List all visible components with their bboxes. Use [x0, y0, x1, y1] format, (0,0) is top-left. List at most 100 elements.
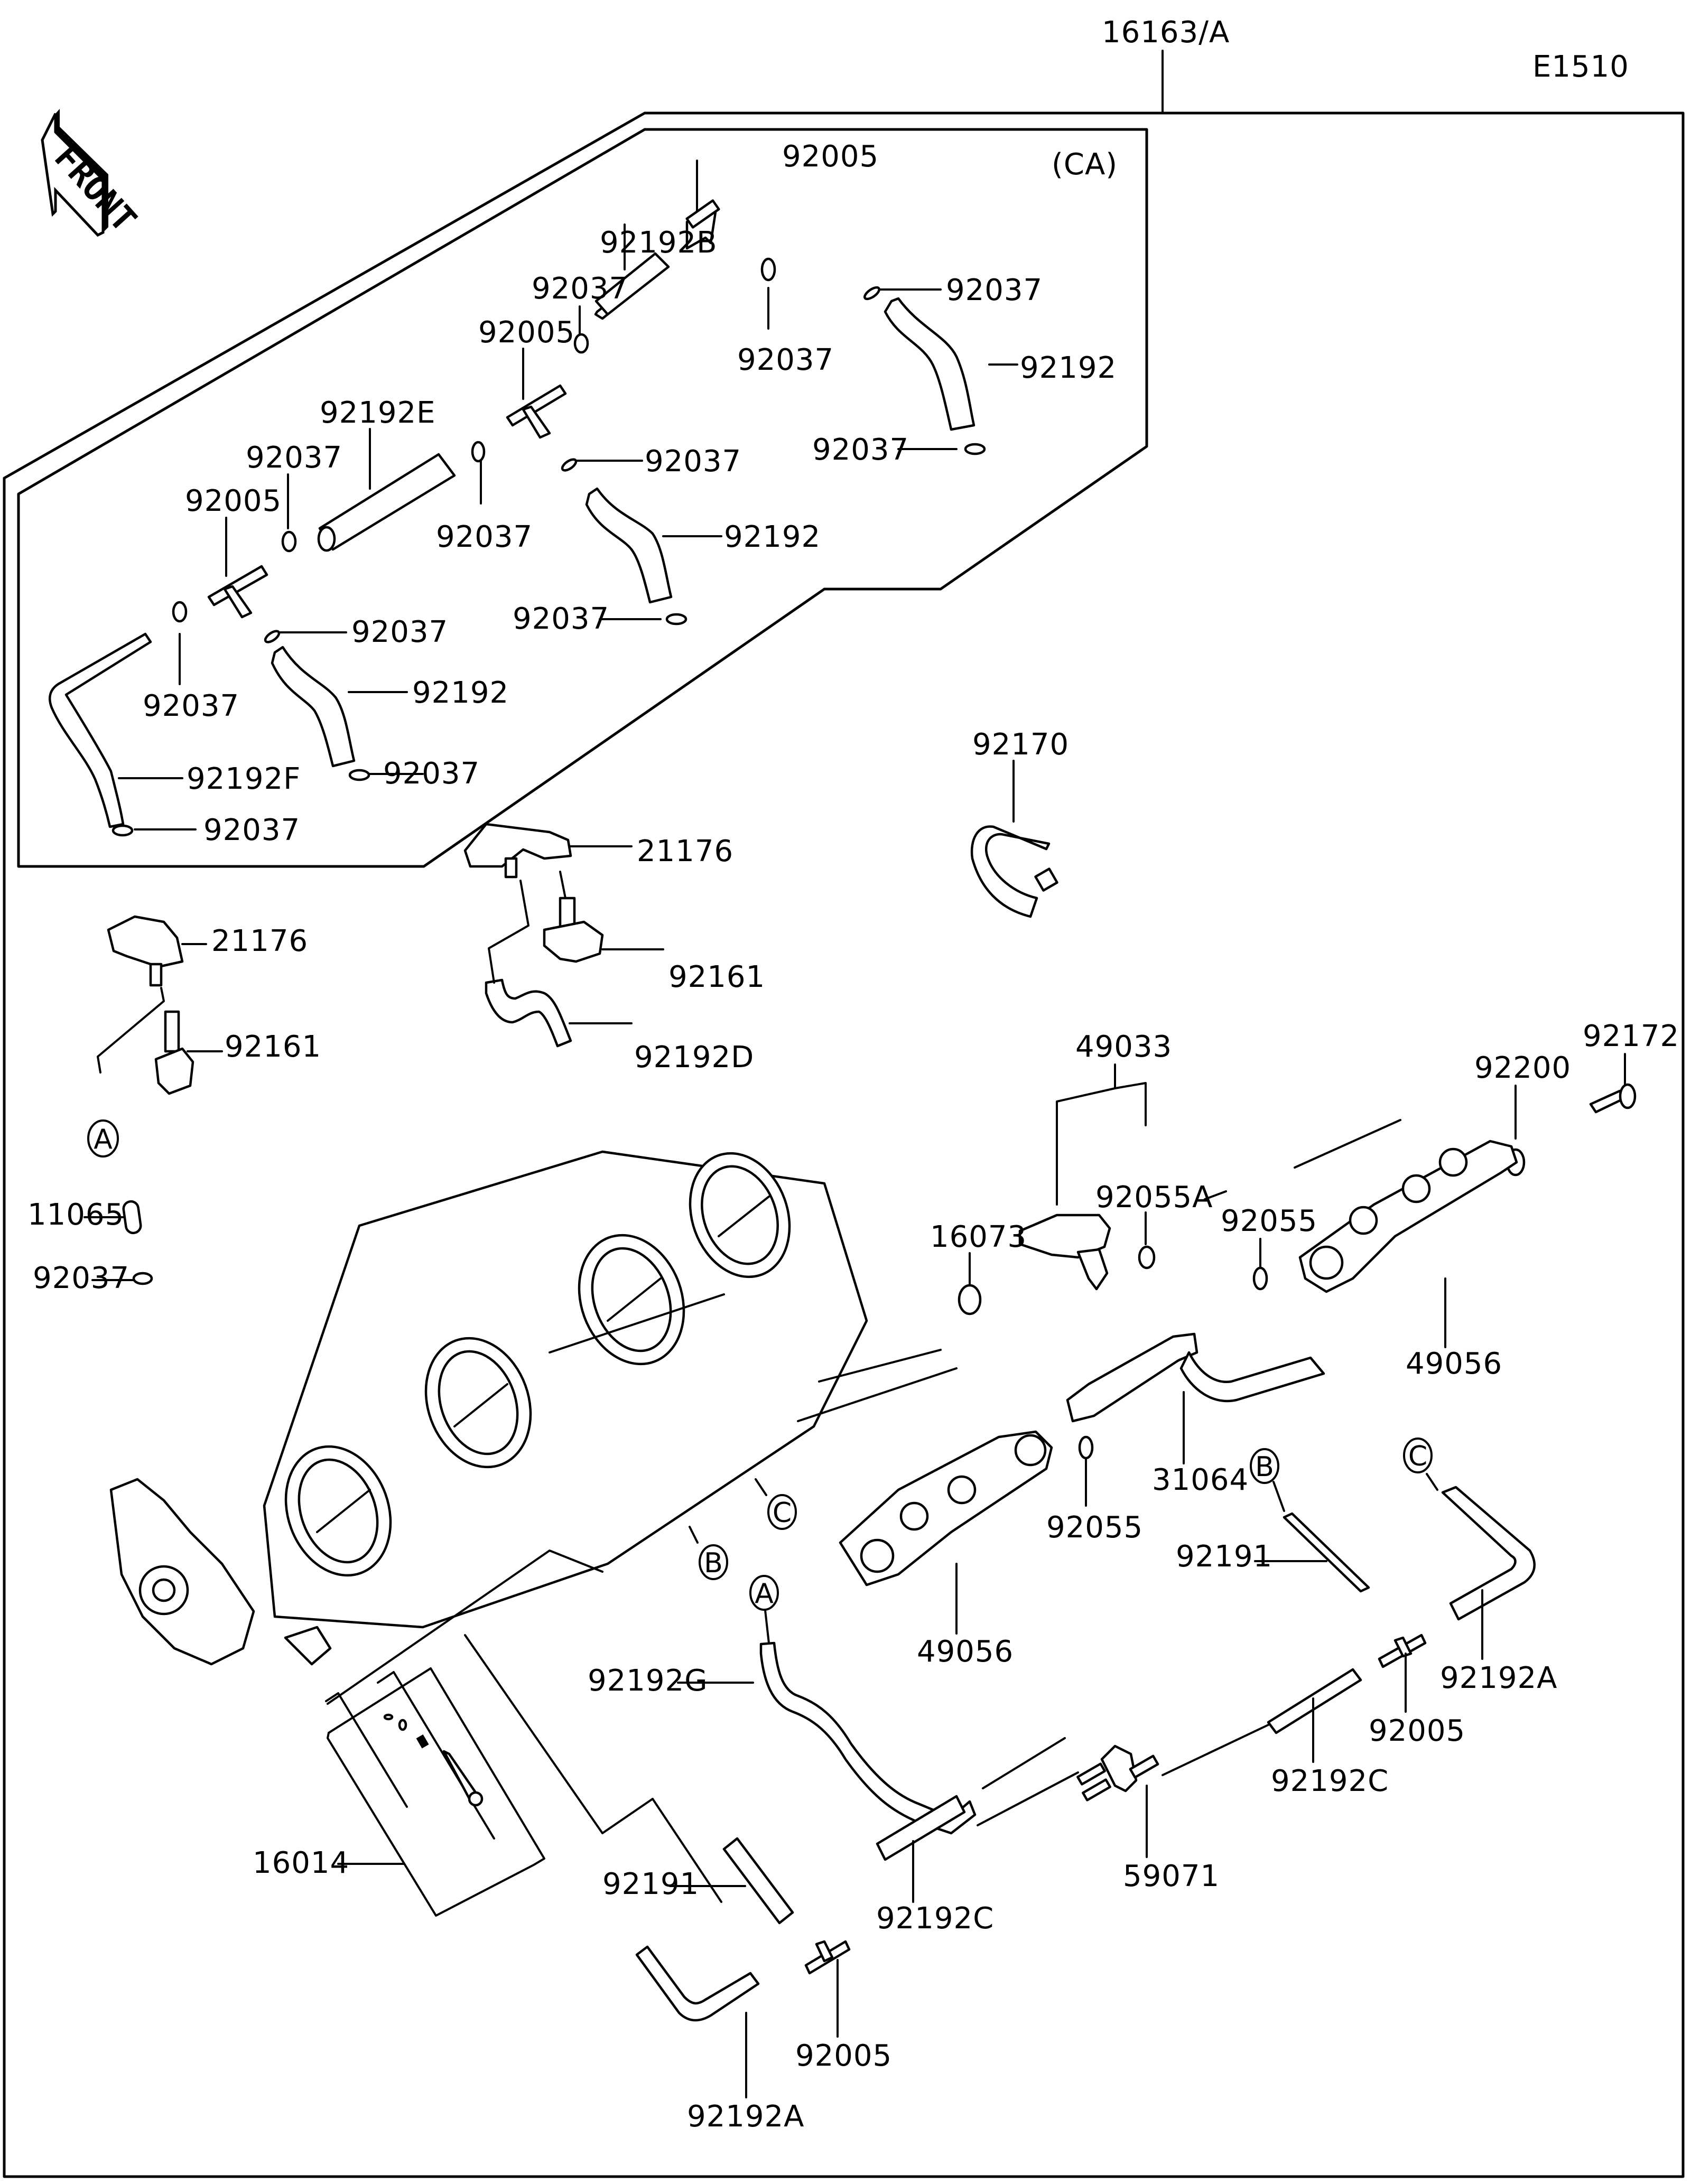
label-92170: 92170	[972, 727, 1069, 762]
label-31064: 31064	[1152, 1463, 1249, 1497]
connector-marker-b-lower: B	[699, 1544, 728, 1580]
hose-clamp-92037	[964, 443, 986, 455]
grommet-92161	[543, 897, 604, 963]
hose-92192A	[1441, 1486, 1536, 1621]
region-tag: (CA)	[1052, 147, 1118, 182]
hose-92192G	[759, 1641, 977, 1835]
svg-text:B: B	[1255, 1451, 1274, 1483]
leader	[97, 987, 165, 1074]
tee-fitting-92005	[506, 384, 567, 439]
assembly-line	[1294, 1119, 1401, 1169]
assembly-line	[982, 1737, 1066, 1789]
delivery-pipe-49056	[1298, 1140, 1518, 1293]
svg-text:A: A	[755, 1578, 774, 1610]
label-92055-lower: 92055	[1046, 1510, 1143, 1545]
label-92172: 92172	[1583, 1019, 1679, 1053]
label-92037-ca-a: 92037	[532, 272, 628, 306]
tee-fitting-92005	[1378, 1634, 1427, 1668]
label-92192E: 92192E	[320, 396, 436, 430]
connector-marker-c: C	[1403, 1438, 1433, 1473]
connector-marker-c-lower: C	[767, 1494, 797, 1530]
outer-frame	[3, 111, 1685, 2178]
svg-text:A: A	[94, 1124, 113, 1155]
hose-clamp-92037	[112, 824, 134, 837]
label-92005-right: 92005	[1369, 1714, 1465, 1748]
hose-clamp-92037	[665, 613, 687, 626]
ca-inset-frame	[17, 128, 826, 868]
assembly-line	[464, 1634, 722, 1903]
front-arrow-icon: FRONT	[41, 109, 144, 240]
hose-clamp-92037	[573, 333, 589, 354]
label-49056-left: 49056	[917, 1635, 1014, 1669]
outer-frame-diagonal	[3, 111, 646, 480]
connector-marker-b: B	[1250, 1448, 1279, 1484]
hose-92192E	[317, 453, 456, 552]
label-92200: 92200	[1474, 1051, 1571, 1085]
hose-clamp-92037	[281, 530, 297, 553]
hose-92192D	[485, 978, 572, 1048]
label-92037-ca-d: 92037	[812, 433, 909, 467]
cap-11065	[122, 1200, 142, 1235]
hose-clamp-92037	[348, 769, 370, 781]
label-11065: 11065	[27, 1198, 124, 1232]
sensor-21176	[463, 823, 572, 868]
hose-92192C	[1267, 1668, 1362, 1734]
svg-text:C: C	[773, 1497, 792, 1529]
label-92037-ca-j: 92037	[351, 615, 448, 649]
assembly-ref-label: 16163/A	[1102, 15, 1230, 50]
label-92037-ca-c: 92037	[946, 273, 1043, 307]
hose-92192	[271, 646, 356, 768]
tee-fitting-92005	[804, 1940, 851, 1975]
connector-marker-a-lower: A	[749, 1575, 779, 1611]
delivery-pipe-49056	[839, 1430, 1053, 1586]
label-92192-ca-c: 92192	[412, 676, 509, 710]
hose-92191	[1283, 1512, 1370, 1593]
label-21176-upper: 21176	[637, 834, 733, 869]
label-92005-bottom: 92005	[795, 2039, 892, 2073]
assembly-line	[977, 1771, 1079, 1826]
hose-92192A	[635, 1945, 760, 2022]
label-92191-left: 92191	[602, 1867, 699, 1901]
o-ring-92055A	[1138, 1245, 1156, 1270]
assembly-line	[1204, 1190, 1227, 1200]
hose-92192B	[594, 252, 670, 320]
label-92191-right: 92191	[1176, 1539, 1272, 1574]
label-92192D: 92192D	[634, 1040, 754, 1075]
tee-fitting-92005	[207, 565, 268, 619]
assembly-line	[549, 1293, 725, 1354]
tee-fitting-92005	[685, 199, 720, 250]
fuel-pipe-31064	[1066, 1332, 1325, 1423]
label-59071: 59071	[1123, 1859, 1220, 1893]
sensor-21176	[107, 915, 184, 968]
leader	[1056, 1063, 1116, 1206]
joint-59071	[1076, 1744, 1159, 1802]
grommet-92161	[154, 1010, 194, 1095]
label-92005-ca-left: 92005	[185, 484, 282, 518]
throttle-body-assembly	[109, 1150, 868, 1666]
leader	[488, 880, 529, 984]
label-92192B: 92192B	[600, 226, 718, 260]
label-92037-ca-f: 92037	[436, 520, 533, 554]
connector-marker-a: A	[87, 1119, 119, 1158]
hose-clamp-92037	[561, 458, 578, 472]
leader	[559, 871, 566, 899]
label-92037-ca-h: 92037	[513, 602, 609, 636]
label-92192C-right: 92192C	[1271, 1764, 1389, 1798]
assembly-line	[1162, 1724, 1269, 1776]
assembly-line	[797, 1367, 958, 1422]
figure-code-label: E1510	[1532, 50, 1629, 84]
hose-clamp-92037	[471, 441, 486, 463]
label-16073: 16073	[930, 1220, 1027, 1254]
leader	[764, 1609, 770, 1644]
wire-band-92170	[970, 825, 1058, 918]
hose-clamp-92037	[264, 630, 281, 643]
hose-clamp-92037	[863, 286, 880, 301]
leader	[1426, 1473, 1438, 1491]
label-92037-ca-b: 92037	[737, 343, 834, 377]
hose-92192C	[876, 1795, 966, 1861]
kit-box-16014	[327, 1667, 545, 1917]
label-92055-upper: 92055	[1221, 1204, 1317, 1238]
screw-92172	[1589, 1083, 1637, 1114]
hose-92191	[722, 1837, 794, 1925]
